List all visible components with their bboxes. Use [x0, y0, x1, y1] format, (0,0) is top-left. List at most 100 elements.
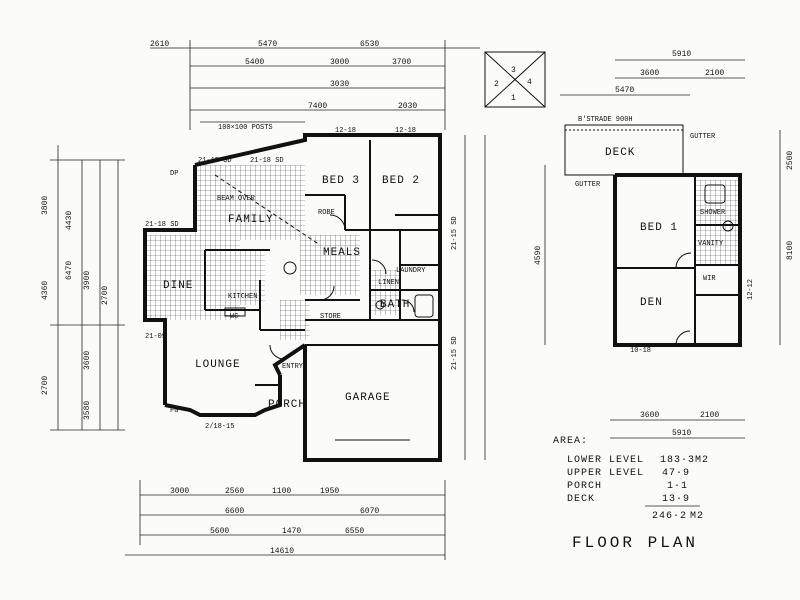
room-bed3: BED 3 [322, 175, 360, 187]
ensuite-tiles [695, 180, 740, 265]
bottom-dim-5: 6600 [225, 507, 244, 516]
upper-dim-3: 2100 [705, 69, 724, 78]
left-dim-7: 3600 [83, 351, 92, 370]
area-porch-value: 1·1 [667, 481, 688, 492]
sheet-title: FLOOR PLAN [572, 534, 698, 552]
quadrant-1: 1 [511, 94, 516, 103]
meals-tiles [300, 235, 360, 295]
upper-dim-2: 3600 [640, 69, 659, 78]
upper-level-plan [564, 124, 742, 347]
top-dim-6: 3700 [392, 58, 411, 67]
left-dim-1: 3800 [41, 196, 50, 215]
room-robe: ROBE [318, 209, 335, 217]
gutter-note-1: GUTTER [690, 133, 716, 141]
bottom-dim-4: 1950 [320, 487, 339, 496]
window-code-3: 12-18 [335, 127, 356, 135]
gutter-note-2: GUTTER [575, 181, 601, 189]
fg-note: FG [170, 407, 178, 415]
family-tiles [195, 165, 305, 240]
top-dim-2: 5470 [258, 40, 277, 49]
area-heading: AREA: [553, 436, 588, 447]
quadrant-3: 3 [511, 66, 516, 75]
kitchen-tiles [205, 250, 265, 305]
area-upper-value: 47·9 [662, 468, 690, 479]
upper-dimension-lines [544, 59, 781, 439]
left-dim-8: 2700 [41, 376, 50, 395]
area-lower-label: LOWER LEVEL [567, 455, 644, 466]
right-dimension-lines-lower [464, 135, 486, 460]
top-dim-7: 7400 [308, 102, 327, 111]
quadrant-4: 4 [527, 78, 532, 87]
room-family: FAMILY [228, 214, 274, 226]
bottom-dim-2: 2560 [225, 487, 244, 496]
room-wir: WIR [703, 275, 716, 283]
room-bath: BATH [380, 299, 410, 311]
upper-dim-8: 3600 [640, 411, 659, 420]
window-code-7: 21-15 SD [451, 216, 459, 250]
quadrant-key [484, 51, 546, 108]
left-dim-4: 4360 [41, 281, 50, 300]
room-shower: SHOWER [700, 209, 726, 217]
room-meals: MEALS [323, 247, 361, 259]
room-garage: GARAGE [345, 392, 391, 404]
bottom-dim-9: 6550 [345, 527, 364, 536]
area-total-unit: M2 [690, 511, 704, 522]
window-code-9: 12-12 [747, 279, 755, 300]
left-dim-5: 3900 [83, 271, 92, 290]
room-wc: WC [230, 313, 238, 321]
dp-note: DP [170, 170, 178, 178]
area-deck-label: DECK [567, 494, 595, 505]
bottom-dim-6: 6070 [360, 507, 379, 516]
area-total-value: 246·2 [652, 511, 687, 522]
upper-dim-9: 2100 [700, 411, 719, 420]
room-dine: DINE [163, 280, 193, 292]
balustrade-note: B'STRADE 900H [578, 116, 633, 124]
area-lower-value: 183·3 [660, 455, 695, 466]
bottom-dim-10: 14610 [270, 547, 294, 556]
room-den: DEN [640, 297, 663, 309]
upper-dim-7: 8100 [786, 241, 795, 260]
area-upper-label: UPPER LEVEL [567, 468, 644, 479]
window-code-4: 12-18 [395, 127, 416, 135]
room-lounge: LOUNGE [195, 359, 241, 371]
lower-level-plan [143, 133, 442, 462]
bottom-dim-7: 5600 [210, 527, 229, 536]
upper-dim-10: 5910 [672, 429, 691, 438]
bottom-dim-3: 1100 [272, 487, 291, 496]
area-porch-label: PORCH [567, 481, 602, 492]
room-deck: DECK [605, 147, 635, 159]
window-code-6: 21-09 [145, 333, 166, 341]
bottom-dimension-lines [125, 480, 446, 560]
top-dim-4: 5400 [245, 58, 264, 67]
top-dim-5: 3000 [330, 58, 349, 67]
top-dim-9: 2030 [398, 102, 417, 111]
left-dim-2: 4430 [65, 211, 74, 230]
room-porch: PORCH [268, 399, 306, 411]
bottom-dim-8: 1470 [282, 527, 301, 536]
left-dimension-lines [50, 145, 125, 431]
room-bed2: BED 2 [382, 175, 420, 187]
bottom-dim-1: 3000 [170, 487, 189, 496]
window-code-10: 10-18 [630, 347, 651, 355]
bath-tiles [370, 270, 400, 315]
upper-dim-1: 5910 [672, 50, 691, 59]
upper-dim-5: 2500 [786, 151, 795, 170]
room-bed1: BED 1 [640, 222, 678, 234]
room-laundry: LAUNDRY [396, 267, 426, 275]
room-store: STORE [320, 313, 341, 321]
top-dim-1: 2610 [150, 40, 169, 49]
top-dim-8: 3030 [330, 80, 349, 89]
quadrant-2: 2 [494, 80, 499, 89]
left-dim-9: 3580 [83, 401, 92, 420]
area-lower-unit: M2 [695, 455, 709, 466]
upper-dim-4: 5470 [615, 86, 634, 95]
window-code-1: 21-18 SD [198, 157, 232, 165]
upper-dim-6: 4590 [534, 246, 543, 265]
area-deck-value: 13·9 [662, 494, 690, 505]
posts-note: 100×100 POSTS [218, 124, 273, 132]
room-entry: ENTRY [282, 363, 304, 371]
window-code-8: 21-15 SD [451, 336, 459, 370]
window-code-5: 21-18 SD [145, 221, 179, 229]
